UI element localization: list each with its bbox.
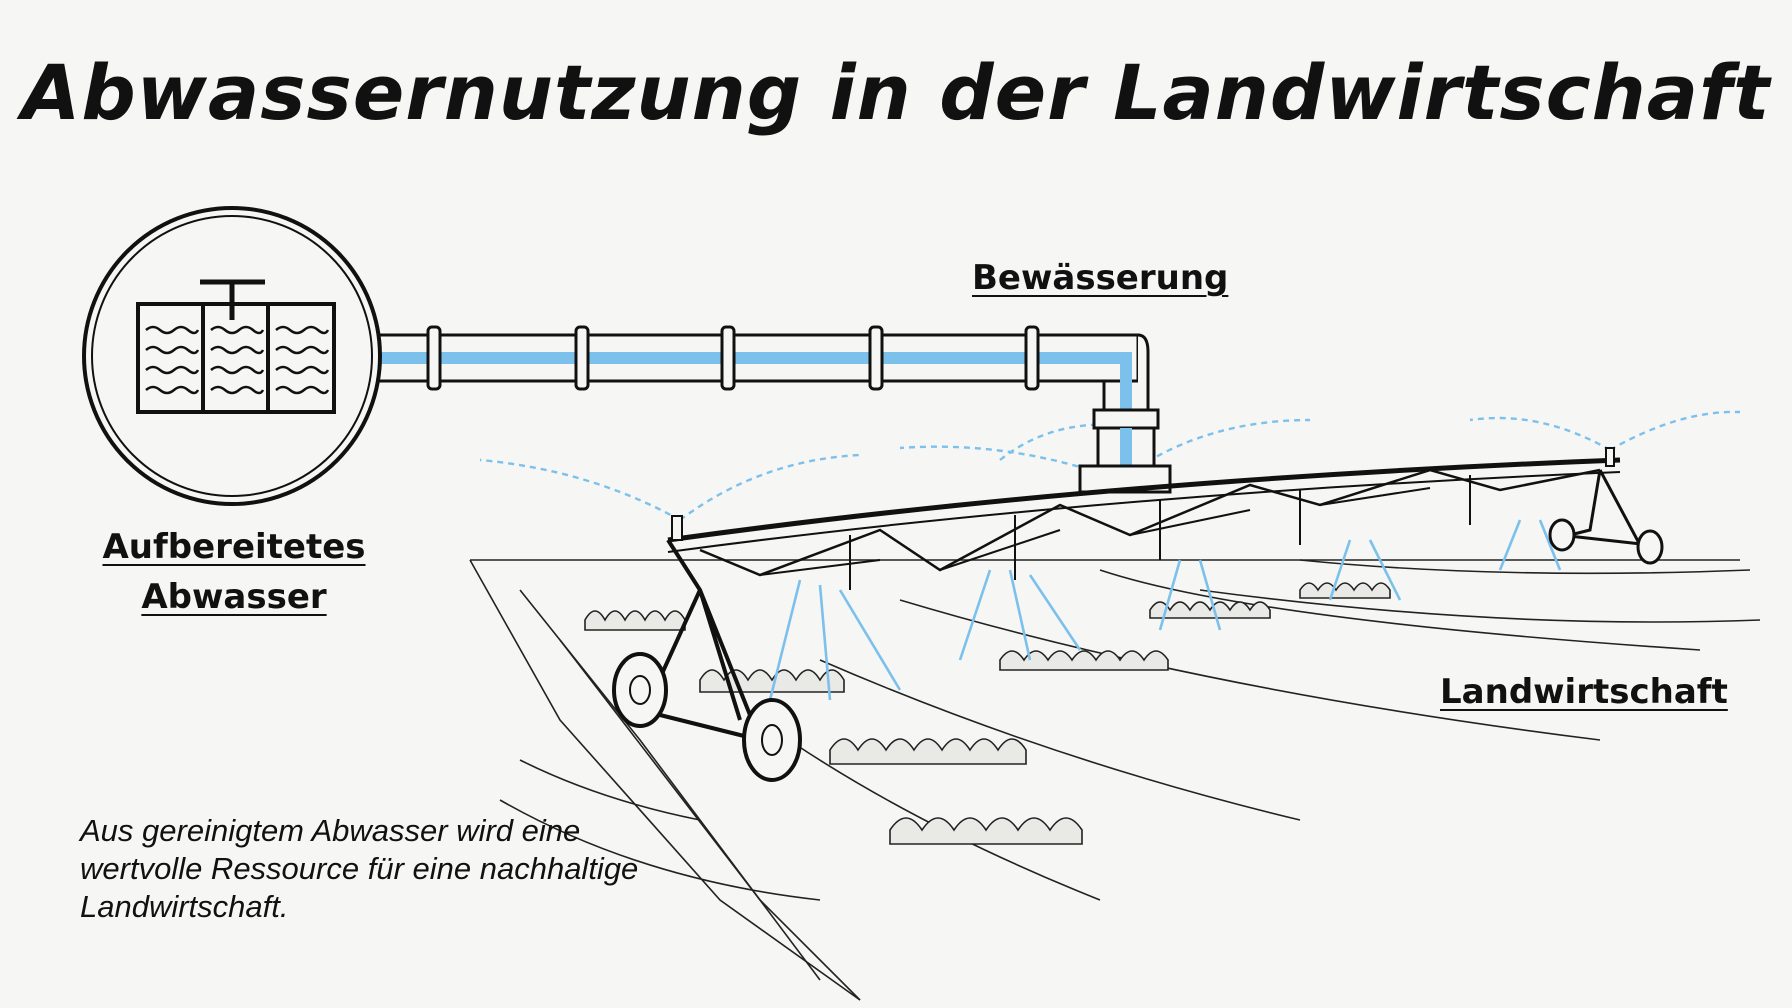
water-streams: [768, 519, 1562, 701]
caption-text: Aus gereinigtem Abwasser wird eine wertv…: [80, 813, 639, 924]
page-title: Abwassernutzung in der Landwirtschaft: [21, 48, 1771, 137]
crop-rows: [584, 582, 1391, 845]
treated-wastewater-label: Aufbereitetes Abwasser: [102, 527, 366, 617]
pipe-icon: [376, 325, 1172, 494]
agriculture-label: Landwirtschaft: [1440, 672, 1728, 712]
treatment-tank-icon: [82, 206, 382, 506]
irrigation-label: Bewässerung: [972, 258, 1229, 298]
center-pivot-irrigation-icon: [612, 447, 1664, 782]
